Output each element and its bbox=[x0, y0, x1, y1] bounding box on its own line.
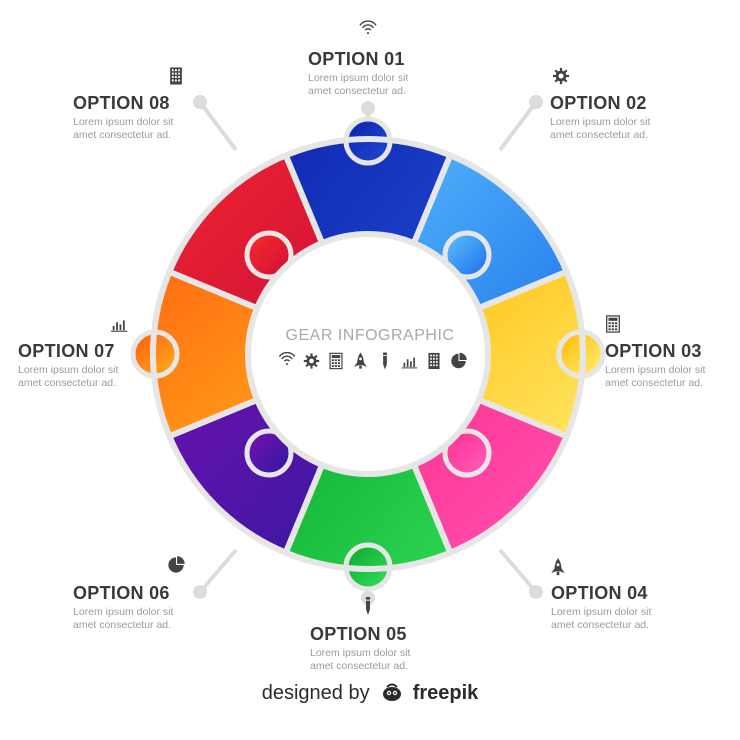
wifi-icon bbox=[278, 351, 296, 365]
connector-dot-2 bbox=[529, 95, 543, 109]
pie-chart-icon bbox=[451, 352, 467, 369]
option-02-desc: Lorem ipsum dolor sit amet consectetur a… bbox=[550, 116, 650, 142]
option-05-desc: Lorem ipsum dolor sit amet consectetur a… bbox=[310, 647, 410, 673]
option-04: OPTION 04 Lorem ipsum dolor sit amet con… bbox=[551, 583, 651, 632]
gear-icon bbox=[552, 67, 570, 85]
option-08-title: OPTION 08 bbox=[73, 93, 170, 113]
option-08: OPTION 08 Lorem ipsum dolor sit amet con… bbox=[73, 93, 173, 142]
footer-brand: freepik bbox=[412, 682, 479, 704]
option-08-desc-line2: amet consectetur ad. bbox=[73, 129, 172, 141]
connector-dot-8 bbox=[193, 95, 207, 109]
pencil-icon bbox=[366, 597, 370, 615]
option-06-desc: Lorem ipsum dolor sit amet consectetur a… bbox=[73, 606, 173, 632]
pencil-icon bbox=[383, 352, 387, 370]
connector-line-2 bbox=[498, 100, 538, 152]
option-01-desc-line1: Lorem ipsum dolor sit bbox=[308, 72, 409, 84]
puzzle-segment-05 bbox=[249, 346, 487, 569]
puzzle-knob-2 bbox=[442, 230, 492, 280]
option-02-desc-line2: amet consectetur ad. bbox=[550, 129, 649, 141]
option-06-title: OPTION 06 bbox=[73, 583, 170, 603]
option-04-title: OPTION 04 bbox=[551, 583, 648, 603]
calculator-icon bbox=[606, 315, 620, 333]
option-05: OPTION 05 Lorem ipsum dolor sit amet con… bbox=[310, 624, 410, 673]
footer-credit: designed by freepik bbox=[0, 682, 740, 708]
connector-dot-1 bbox=[361, 101, 375, 115]
option-01-desc: Lorem ipsum dolor sit amet consectetur a… bbox=[308, 72, 408, 98]
option-01: OPTION 01 Lorem ipsum dolor sit amet con… bbox=[308, 49, 408, 98]
option-icons bbox=[110, 20, 620, 615]
gear-icon bbox=[303, 353, 320, 369]
option-03-title: OPTION 03 bbox=[605, 341, 702, 361]
connector-line-4 bbox=[498, 548, 538, 594]
option-07-desc-line2: amet consectetur ad. bbox=[18, 377, 117, 389]
option-06: OPTION 06 Lorem ipsum dolor sit amet con… bbox=[73, 583, 173, 632]
puzzle-knob-8 bbox=[244, 230, 294, 280]
option-02-title: OPTION 02 bbox=[550, 93, 647, 113]
building-icon bbox=[428, 352, 440, 370]
puzzle-knob-6 bbox=[244, 428, 294, 478]
option-08-desc-line1: Lorem ipsum dolor sit bbox=[73, 116, 174, 128]
option-05-title: OPTION 05 bbox=[310, 624, 407, 644]
option-03-desc: Lorem ipsum dolor sit amet consectetur a… bbox=[605, 364, 705, 390]
option-07-desc: Lorem ipsum dolor sit amet consectetur a… bbox=[18, 364, 118, 390]
option-06-desc-line1: Lorem ipsum dolor sit bbox=[73, 606, 174, 618]
connector-line-8 bbox=[198, 100, 238, 152]
option-03-desc-line2: amet consectetur ad. bbox=[605, 377, 704, 389]
option-06-desc-line2: amet consectetur ad. bbox=[73, 619, 172, 631]
rocket-icon bbox=[354, 352, 367, 369]
bar-chart-icon bbox=[401, 357, 418, 369]
option-05-desc-line2: amet consectetur ad. bbox=[310, 660, 409, 672]
option-05-desc-line1: Lorem ipsum dolor sit bbox=[310, 647, 411, 659]
rocket-icon bbox=[551, 558, 565, 576]
option-07-title: OPTION 07 bbox=[18, 341, 115, 361]
freepik-logo-icon bbox=[381, 682, 403, 708]
center-icon-row bbox=[278, 351, 467, 370]
option-08-desc: Lorem ipsum dolor sit amet consectetur a… bbox=[73, 116, 173, 142]
option-04-desc: Lorem ipsum dolor sit amet consectetur a… bbox=[551, 606, 651, 632]
center-title: GEAR INFOGRAPHIC bbox=[285, 327, 455, 344]
inner-hole bbox=[245, 231, 491, 477]
calculator-icon bbox=[329, 352, 343, 370]
option-03: OPTION 03 Lorem ipsum dolor sit amet con… bbox=[605, 341, 705, 390]
wifi-icon bbox=[359, 20, 377, 35]
puzzle-segment-01 bbox=[249, 139, 487, 362]
footer-prefix: designed by bbox=[261, 682, 370, 704]
option-04-desc-line1: Lorem ipsum dolor sit bbox=[551, 606, 652, 618]
pie-chart-icon bbox=[168, 556, 185, 573]
option-01-desc-line2: amet consectetur ad. bbox=[308, 85, 407, 97]
puzzle-segment-07 bbox=[153, 235, 376, 473]
connector-line-6 bbox=[198, 548, 238, 594]
option-02: OPTION 02 Lorem ipsum dolor sit amet con… bbox=[550, 93, 650, 142]
ring-outer-border bbox=[150, 136, 586, 572]
connector-dot-6 bbox=[193, 585, 207, 599]
option-01-title: OPTION 01 bbox=[308, 49, 405, 69]
option-04-desc-line2: amet consectetur ad. bbox=[551, 619, 650, 631]
building-icon bbox=[170, 67, 182, 85]
option-07-desc-line1: Lorem ipsum dolor sit bbox=[18, 364, 119, 376]
option-07: OPTION 07 Lorem ipsum dolor sit amet con… bbox=[18, 341, 118, 390]
option-03-desc-line1: Lorem ipsum dolor sit bbox=[605, 364, 706, 376]
connector-dot-4 bbox=[529, 585, 543, 599]
option-02-desc-line1: Lorem ipsum dolor sit bbox=[550, 116, 651, 128]
inner-hole-circle bbox=[245, 231, 491, 477]
puzzle-knob-4 bbox=[442, 428, 492, 478]
bar-chart-icon bbox=[110, 320, 128, 332]
puzzle-segment-03 bbox=[360, 235, 583, 473]
